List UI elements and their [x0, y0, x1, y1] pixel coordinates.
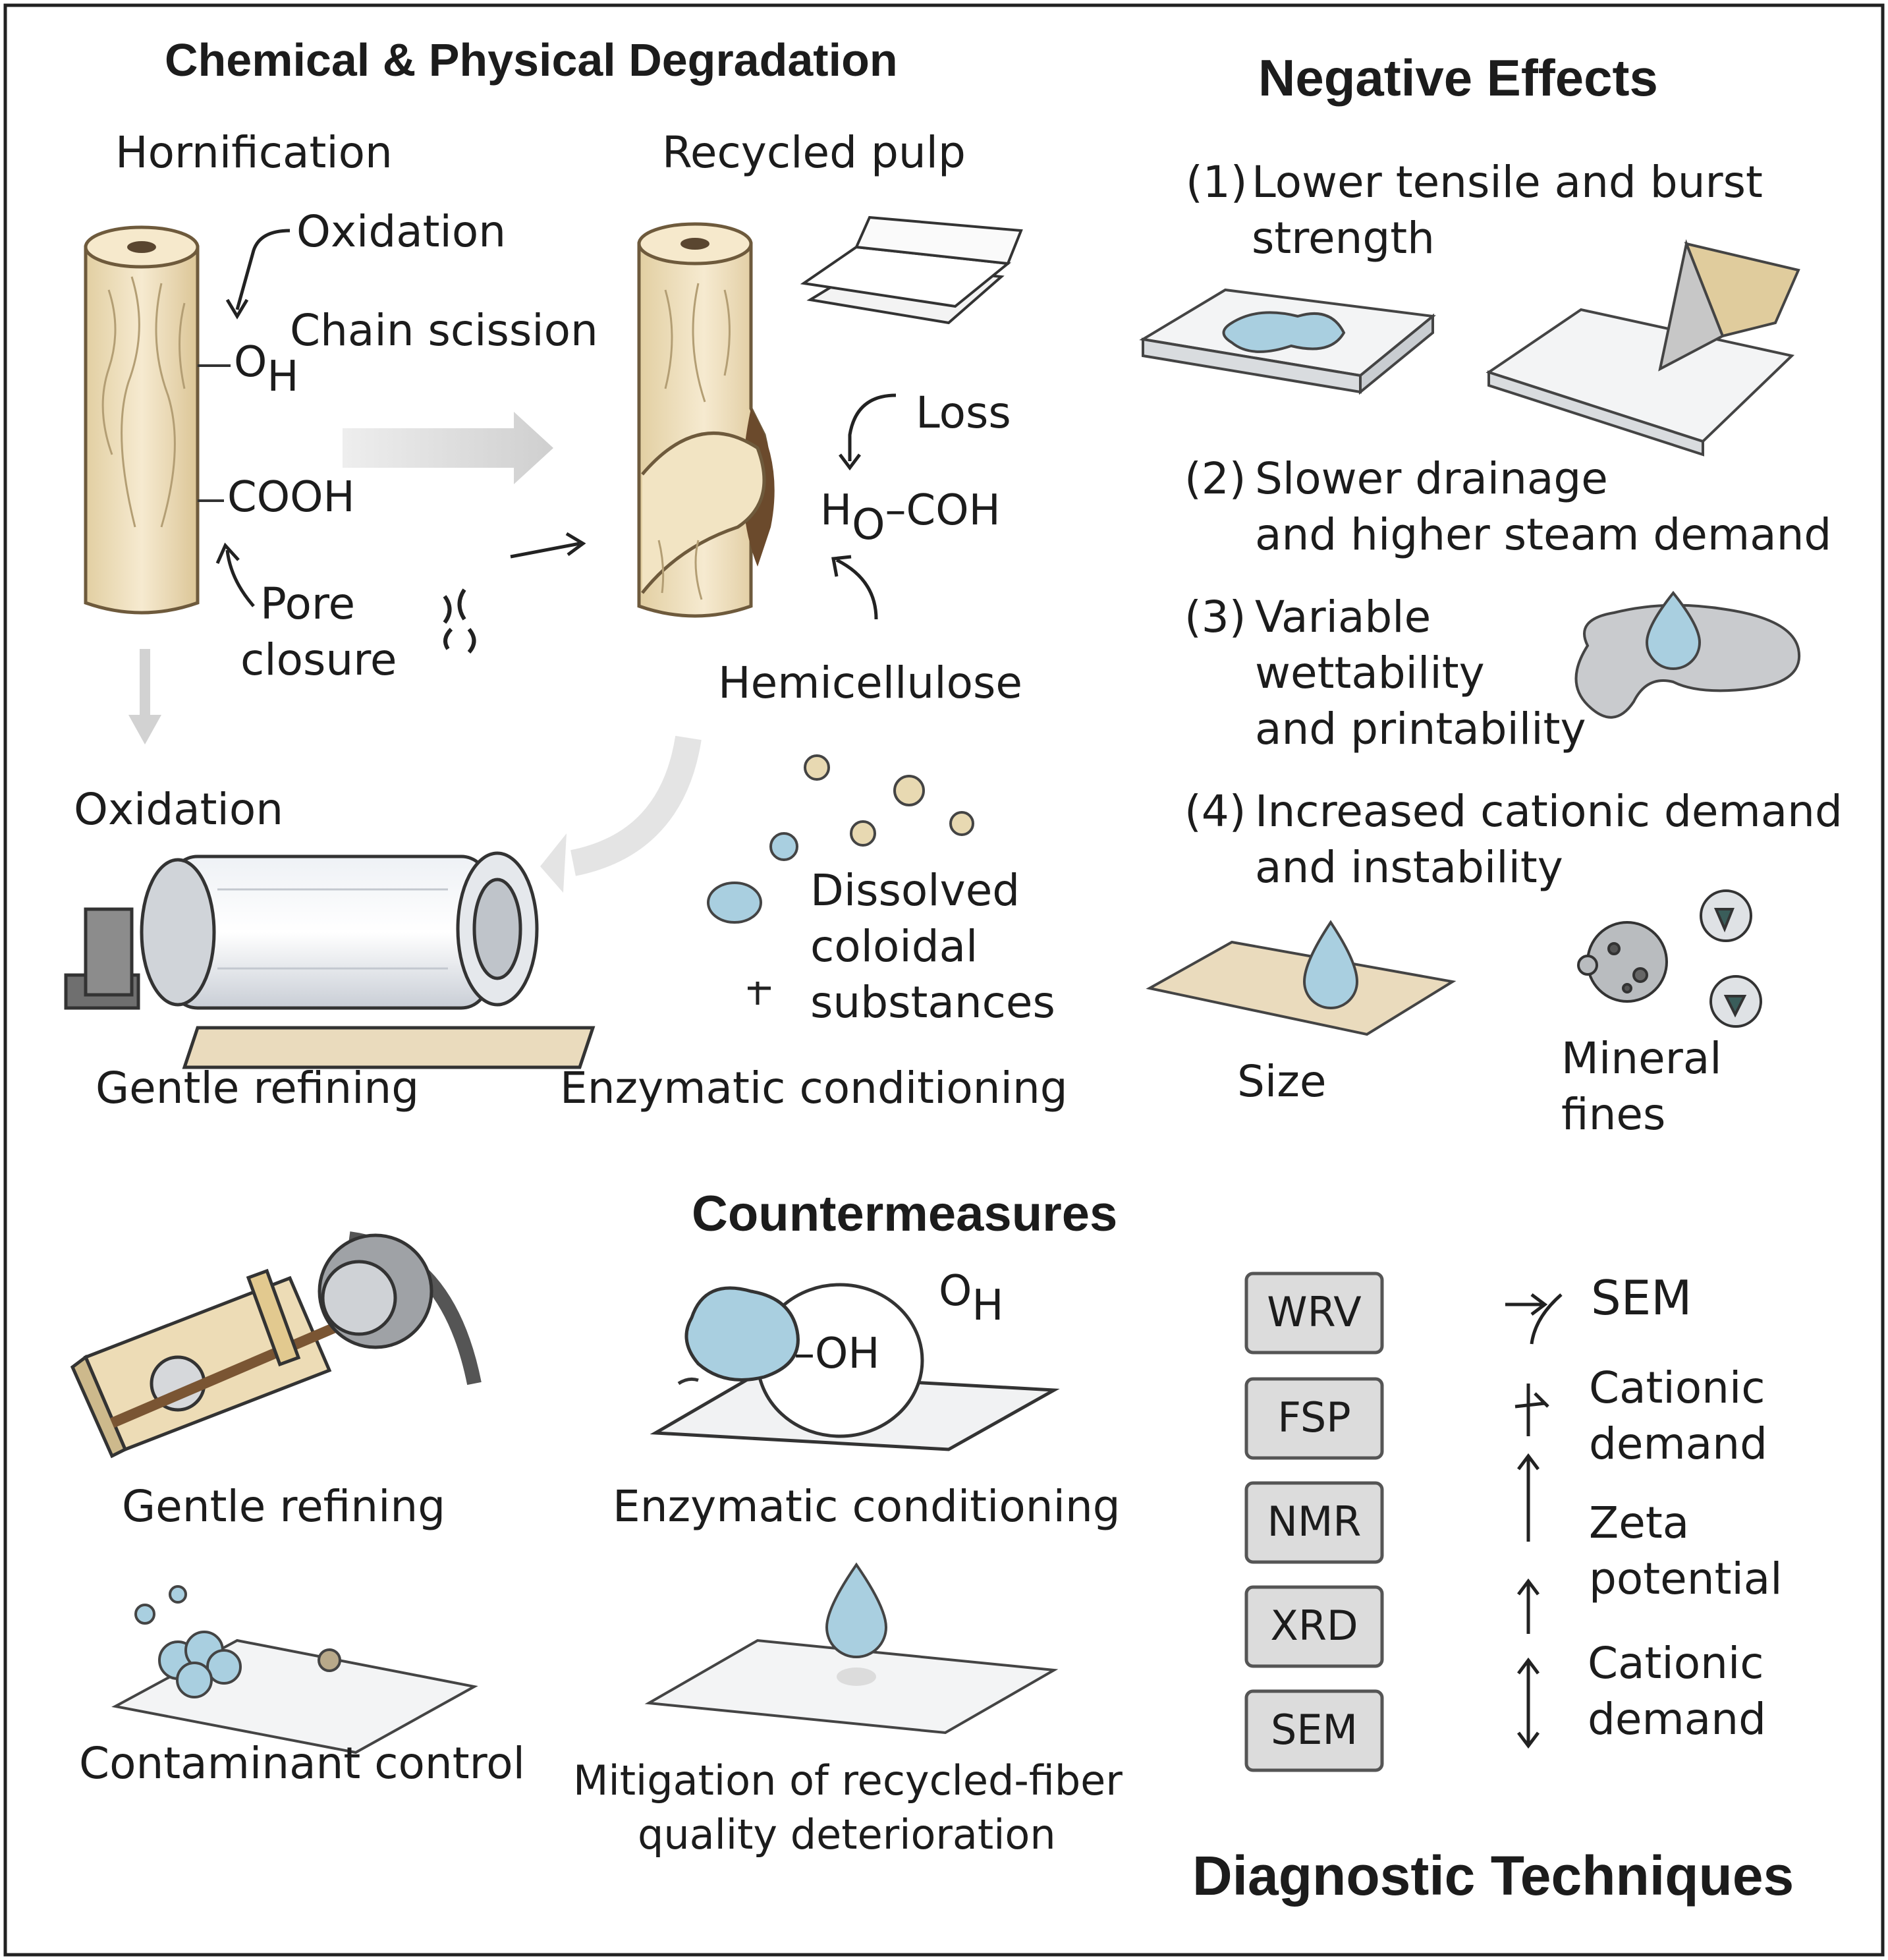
- water-drop-sheet-icon: [644, 1562, 1059, 1735]
- countermeasures-heading: Countermeasures: [692, 1186, 1118, 1242]
- diag-demand-1: demand: [1589, 1418, 1767, 1469]
- size-sheet-icon: [1146, 920, 1457, 1036]
- loss-label: Loss: [916, 387, 1011, 438]
- hydroxyl-formula: OH: [234, 338, 299, 401]
- recycled-pulp-label: Recycled pulp: [662, 127, 966, 178]
- crack-icon: [443, 588, 476, 654]
- gentle-refining-label: Gentle refining: [96, 1063, 420, 1113]
- hydroxyl-o: O: [234, 338, 267, 387]
- formula-coh: –COH: [885, 486, 1001, 535]
- effect-1-number: (1): [1186, 157, 1248, 208]
- diag-box-xrd: XRD: [1270, 1602, 1358, 1650]
- hornification-label: Hornification: [115, 127, 393, 178]
- mitigation-line-1: Mitigation of recycled-fiber: [573, 1756, 1123, 1805]
- diag-potential: potential: [1589, 1554, 1783, 1604]
- effects-heading: Negative Effects: [1258, 49, 1658, 107]
- effect-2-number: (2): [1184, 453, 1246, 504]
- effect-4-line-1: Increased cationic demand: [1255, 786, 1843, 837]
- cm-enzymatic-label: Enzymatic conditioning: [613, 1481, 1121, 1532]
- mitigation-line-2: quality deterioration: [638, 1810, 1056, 1859]
- effect-3-line-1: Variable: [1255, 592, 1431, 642]
- effect-3-line-2: wettability: [1255, 648, 1485, 698]
- cm-oh-corner-h: H: [972, 1281, 1004, 1331]
- diag-zeta: Zeta: [1589, 1498, 1690, 1548]
- recycled-fiber-icon: [637, 222, 775, 618]
- effect-4-number: (4): [1184, 786, 1246, 837]
- substances-label: substances: [810, 977, 1055, 1028]
- hemicellulose-label: Hemicellulose: [718, 658, 1022, 708]
- hydroxyl-h: H: [267, 352, 299, 402]
- degradation-heading: Chemical & Physical Degradation: [165, 34, 898, 86]
- oxidation-pointer: [235, 229, 291, 310]
- refiner-roller-icon: [64, 851, 596, 1069]
- small-arrow: [510, 542, 580, 559]
- wettability-drop-icon: [1574, 590, 1801, 719]
- effect-4-line-2: and instability: [1255, 842, 1563, 893]
- degradation-arrow-icon: [343, 412, 553, 484]
- diag-box-nmr: NMR: [1267, 1498, 1362, 1546]
- loss-pointer: [848, 393, 897, 461]
- refining-tool-icon: [70, 1231, 482, 1459]
- small-arrow-head: [565, 532, 586, 557]
- effect-1-line-2: strength: [1252, 213, 1435, 264]
- colloidal-particles-icon: [707, 754, 974, 1005]
- down-arrow-icon: [128, 649, 161, 744]
- oxidation-label: Oxidation: [296, 206, 507, 257]
- oxidation-pointer-head: [225, 298, 249, 320]
- diag-box-wrv: WRV: [1267, 1288, 1362, 1336]
- hemicellulose-pointer-head: [831, 555, 852, 577]
- effect-1-line-1: Lower tensile and burst: [1252, 157, 1763, 208]
- hornified-fiber-icon: [84, 225, 231, 615]
- effect-2-line-1: Slower drainage: [1255, 453, 1608, 504]
- contaminant-sheet-icon: [111, 1585, 478, 1754]
- cm-oh-corner: OH: [939, 1267, 1004, 1330]
- oxidation-label-2: Oxidation: [74, 784, 284, 835]
- diag-cationic-2: Cationic: [1588, 1638, 1764, 1689]
- size-label: Size: [1237, 1056, 1327, 1107]
- fines-label: fines: [1561, 1089, 1666, 1140]
- pore-label: Pore: [260, 578, 356, 629]
- tear-test-icon: [1485, 239, 1800, 457]
- colloidal-label: coloidal: [810, 921, 978, 972]
- diag-box-fsp: FSP: [1277, 1393, 1351, 1442]
- effect-3-number: (3): [1184, 592, 1246, 642]
- mineral-fines-icon: [1577, 889, 1762, 1028]
- diag-demand-2: demand: [1588, 1694, 1766, 1745]
- enzyme-binding-icon: [650, 1283, 1060, 1451]
- loss-pointer-head: [839, 453, 861, 471]
- cm-hydroxyl-label: –OH: [794, 1330, 880, 1378]
- chain-scission-label: Chain scission: [290, 305, 598, 356]
- paper-sheets-icon: [800, 215, 1023, 325]
- effect-3-line-3: and printability: [1255, 704, 1586, 754]
- pore-pointer-head: [215, 542, 240, 565]
- hemiacetal-formula: HO–COH: [820, 486, 1001, 549]
- diagnostic-box-frames: [1244, 1272, 1384, 1772]
- contaminant-control-label: Contaminant control: [79, 1738, 525, 1789]
- cm-oh-corner-o: O: [939, 1267, 972, 1316]
- carboxyl-label: COOH: [227, 473, 355, 522]
- cm-gentle-refining-label: Gentle refining: [122, 1481, 446, 1532]
- diagnostic-arrows: [1505, 1293, 1563, 1749]
- effect-2-line-2: and higher steam demand: [1255, 509, 1832, 560]
- mineral-label: Mineral: [1561, 1033, 1722, 1084]
- pore-pointer: [225, 549, 255, 607]
- curved-arrow-icon: [540, 735, 702, 893]
- diag-box-sem: SEM: [1270, 1706, 1358, 1754]
- enzymatic-conditioning-label: Enzymatic conditioning: [560, 1063, 1068, 1113]
- formula-h: H: [820, 486, 852, 535]
- weak-board-icon: [1139, 288, 1436, 395]
- diagnostics-heading: Diagnostic Techniques: [1192, 1845, 1794, 1907]
- formula-o: O: [852, 501, 885, 550]
- closure-label: closure: [240, 634, 397, 685]
- diag-sem-label: SEM: [1591, 1270, 1692, 1326]
- diag-cationic-1: Cationic: [1589, 1362, 1765, 1413]
- dissolved-label: Dissolved: [810, 865, 1020, 916]
- hemicellulose-pointer: [835, 558, 878, 620]
